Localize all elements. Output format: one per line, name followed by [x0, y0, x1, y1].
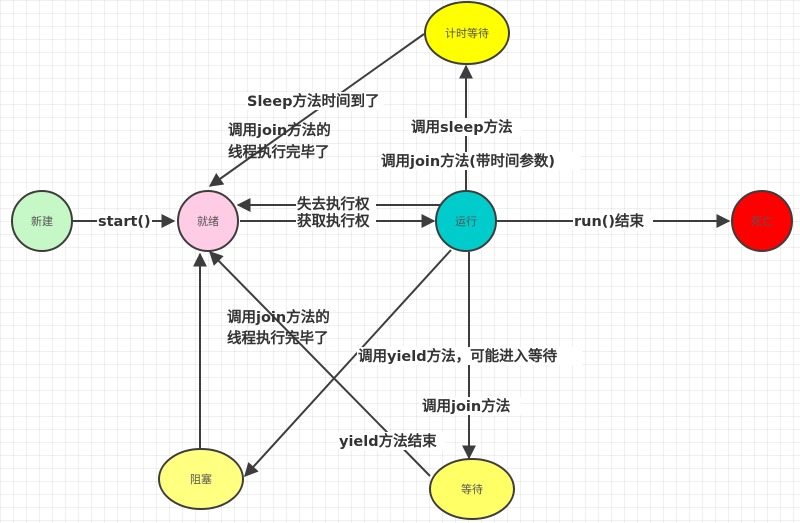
node-running-label: 运行 — [455, 215, 477, 228]
node-new[interactable]: 新建 — [11, 190, 73, 252]
node-ready[interactable]: 就绪 — [177, 190, 239, 252]
label-run-end-text: run()结束 — [574, 212, 645, 230]
node-ready-label: 就绪 — [197, 214, 219, 228]
label-get-cpu-text: 获取执行权 — [297, 212, 370, 230]
label-join-done-bottom-line2: 线程执行完毕了 — [227, 329, 329, 347]
node-dead-label: 死亡 — [751, 214, 773, 228]
node-dead[interactable]: 死亡 — [731, 190, 793, 252]
node-timed-waiting-label: 计时等待 — [445, 26, 489, 40]
label-start: start() — [97, 212, 152, 230]
label-run-end: run()结束 — [573, 212, 653, 230]
label-get-cpu: 获取执行权 — [296, 212, 376, 230]
label-sleep-timeout: Sleep方法时间到了 — [246, 92, 384, 110]
label-yield-end-text: yield方法结束 — [339, 432, 437, 450]
label-lose-cpu-text: 失去执行权 — [297, 195, 370, 213]
node-waiting-label: 等待 — [461, 482, 483, 496]
label-call-join: 调用join方法 — [421, 397, 521, 415]
label-join-done-bottom-line1: 调用join方法的 — [227, 308, 330, 326]
label-join-done-top: 调用join方法的 线程执行完毕了 — [228, 121, 331, 161]
label-join-done-top-line2: 线程执行完毕了 — [228, 143, 330, 161]
label-start-text: start() — [98, 214, 151, 230]
label-call-yield-text: 调用yield方法，可能进入等待 — [358, 347, 558, 365]
node-blocked[interactable]: 阻塞 — [158, 448, 244, 510]
node-waiting[interactable]: 等待 — [429, 458, 515, 520]
label-sleep-timeout-text: Sleep方法时间到了 — [247, 92, 379, 110]
edge-to-blocked — [244, 249, 452, 478]
node-new-label: 新建 — [31, 214, 53, 228]
label-join-done-top-line1: 调用join方法的 — [228, 121, 331, 139]
label-call-join-timed: 调用join方法(带时间参数) — [380, 152, 580, 170]
label-join-done-bottom: 调用join方法的 线程执行完毕了 — [227, 308, 330, 347]
label-call-yield: 调用yield方法，可能进入等待 — [357, 347, 582, 365]
node-timed-waiting[interactable]: 计时等待 — [424, 1, 510, 65]
label-call-sleep-text: 调用sleep方法 — [411, 118, 513, 136]
label-call-join-timed-text: 调用join方法(带时间参数) — [381, 152, 555, 170]
node-blocked-label: 阻塞 — [190, 472, 212, 486]
label-lose-cpu: 失去执行权 — [296, 195, 376, 213]
label-call-join-text: 调用join方法 — [422, 397, 510, 415]
node-running[interactable]: 运行 — [435, 190, 497, 252]
label-call-sleep: 调用sleep方法 — [410, 118, 522, 136]
label-yield-end: yield方法结束 — [338, 432, 446, 450]
